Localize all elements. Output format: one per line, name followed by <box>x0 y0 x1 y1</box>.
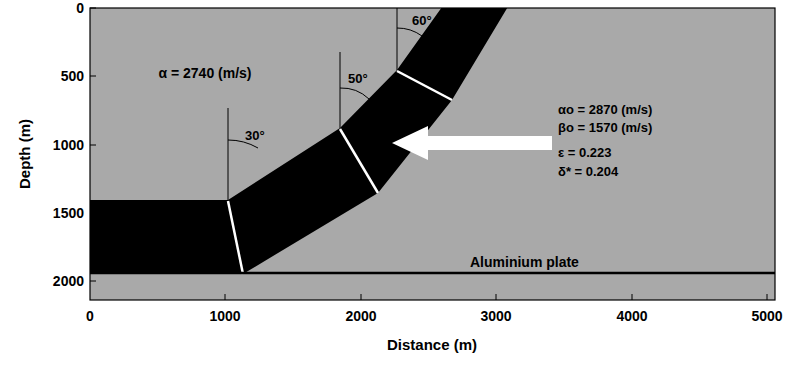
tick-label: 2000 <box>53 274 84 288</box>
tick-label: 500 <box>61 69 84 83</box>
vertical-reference <box>340 52 341 128</box>
tick-label: 3000 <box>480 309 511 323</box>
parameter-label: ε = 0.223 <box>558 146 612 159</box>
angle-label: 50° <box>348 72 368 85</box>
axes-frame <box>90 8 775 300</box>
tick-label: 0 <box>86 309 94 323</box>
segment-boundary <box>397 71 452 100</box>
vertical-reference <box>397 8 398 70</box>
pointer-arrow <box>392 126 552 160</box>
tick-label: 5000 <box>751 309 782 323</box>
vertical-reference <box>228 108 229 200</box>
angle-label: 60° <box>412 14 432 27</box>
axis-title: Depth (m) <box>17 119 32 189</box>
tick-label: 1500 <box>53 206 84 220</box>
angle-label: 30° <box>245 129 265 142</box>
tick-label: 1000 <box>53 138 84 152</box>
segment-boundary <box>228 201 243 274</box>
angle-arc <box>397 28 422 36</box>
parameter-label: αo = 2870 (m/s) <box>558 103 652 116</box>
tick-label: 2000 <box>345 309 376 323</box>
parameter-label: δ* = 0.204 <box>558 165 618 178</box>
parameter-label: βo = 1570 (m/s) <box>558 121 652 134</box>
plate-label: Aluminium plate <box>470 255 579 269</box>
tick-label: 0 <box>76 1 84 15</box>
tick-label: 4000 <box>616 309 647 323</box>
aluminium-plate <box>90 272 775 275</box>
tick-label: 1000 <box>209 309 240 323</box>
segment-boundary <box>340 129 378 193</box>
velocity-label: α = 2740 (m/s) <box>158 66 251 80</box>
axis-title: Distance (m) <box>387 337 477 352</box>
angle-arc <box>340 88 369 99</box>
